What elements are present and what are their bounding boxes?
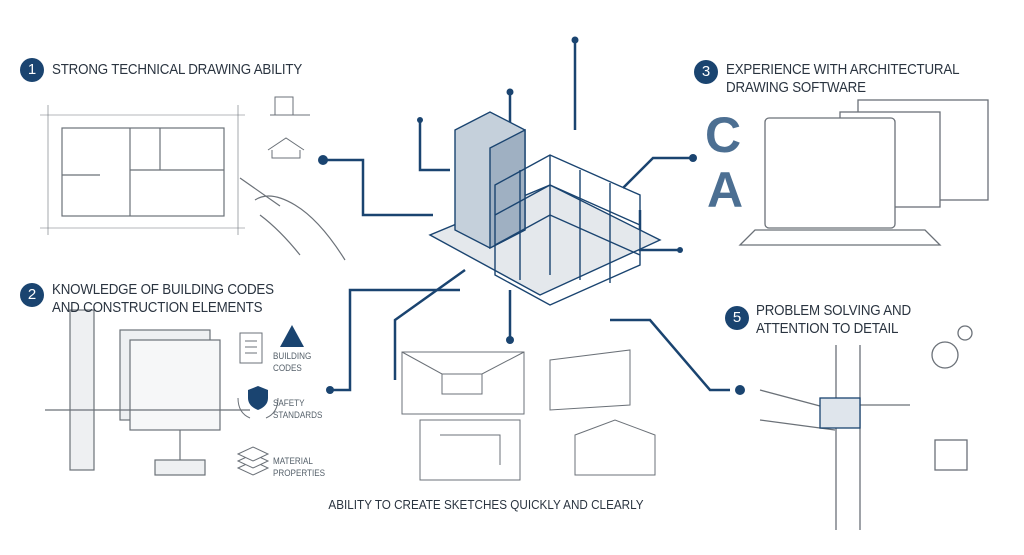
section-title-1: STRONG TECHNICAL DRAWING ABILITY — [52, 62, 303, 78]
puzzle-icon — [934, 439, 968, 471]
section-badge-3: 3 — [694, 60, 718, 84]
software-logo-c: C — [705, 107, 742, 163]
hand-with-pencil-icon — [239, 177, 346, 261]
shield-hands-icon — [237, 386, 279, 419]
perspective-sketches — [401, 349, 656, 481]
section-badge-1: 1 — [20, 58, 44, 82]
software-logo-a: A — [707, 162, 744, 218]
section-badge-5: 5 — [725, 306, 749, 330]
layers-icon — [236, 446, 270, 476]
elevation-sketches — [267, 96, 310, 159]
circuit-nodes — [318, 36, 745, 395]
steel-connection-detail — [759, 345, 910, 530]
floor-plan-drawing — [40, 105, 245, 235]
gears-icon — [931, 325, 973, 369]
steel-column-drawing — [45, 309, 250, 476]
section-badge-2: 2 — [20, 283, 44, 307]
sketch-caption: ABILITY TO CREATE SKETCHES QUICKLY AND C… — [328, 497, 644, 512]
isometric-building — [428, 111, 662, 306]
laptop-illustration — [738, 99, 989, 246]
document-icon — [239, 332, 263, 364]
warning-icon — [280, 325, 304, 347]
